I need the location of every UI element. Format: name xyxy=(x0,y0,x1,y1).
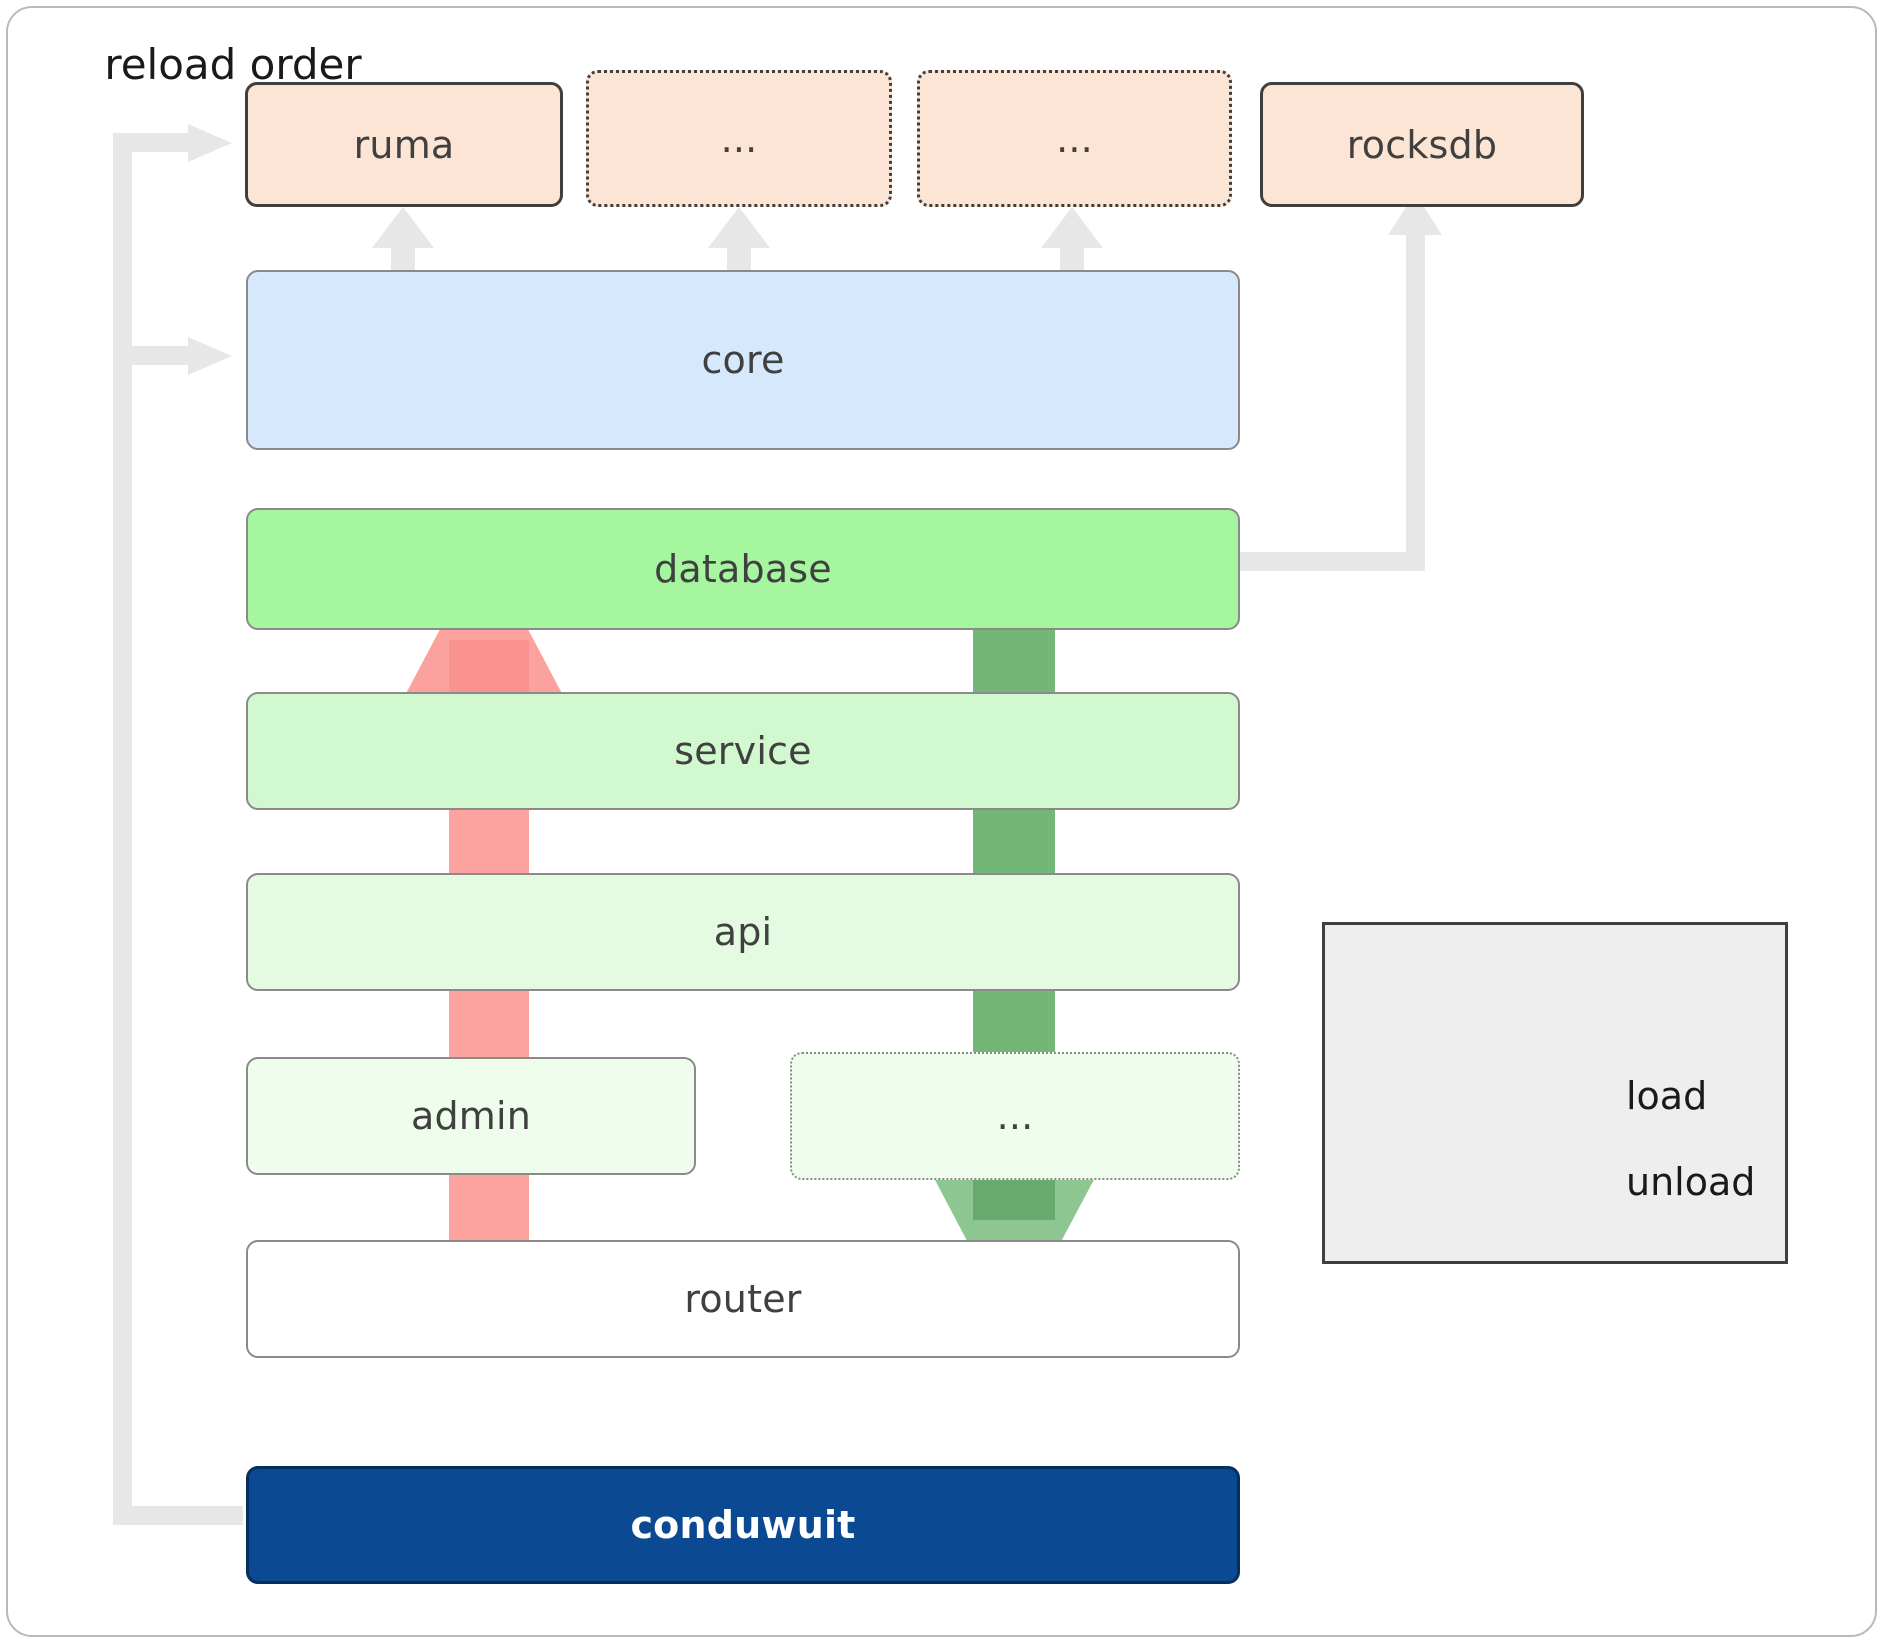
node-plugin-dots-2[interactable]: ... xyxy=(917,70,1232,207)
node-admin-label: admin xyxy=(410,1094,532,1138)
node-core-label: core xyxy=(701,338,785,382)
node-database-label: database xyxy=(654,547,832,591)
legend-label-load: load xyxy=(1626,1074,1708,1118)
node-ruma-label: ruma xyxy=(353,122,455,167)
legend-label-unload: unload xyxy=(1626,1160,1756,1204)
node-conduwuit[interactable]: conduwuit xyxy=(246,1466,1240,1584)
node-layer-dots-3[interactable]: ... xyxy=(790,1052,1240,1180)
node-plugin-dots-1[interactable]: ... xyxy=(586,70,892,207)
node-database[interactable]: database xyxy=(246,508,1240,630)
node-service[interactable]: service xyxy=(246,692,1240,810)
node-api-label: api xyxy=(713,910,773,954)
legend-title: reload order xyxy=(104,40,362,89)
node-router[interactable]: router xyxy=(246,1240,1240,1358)
node-layer-dots-3-label: ... xyxy=(996,1094,1034,1138)
legend xyxy=(1322,922,1788,1264)
node-core[interactable]: core xyxy=(246,270,1240,450)
node-api[interactable]: api xyxy=(246,873,1240,991)
node-rocksdb-label: rocksdb xyxy=(1346,122,1498,167)
node-conduwuit-label: conduwuit xyxy=(630,1503,856,1547)
node-plugin-dots-2-label: ... xyxy=(1056,116,1093,161)
node-router-label: router xyxy=(684,1277,802,1321)
node-rocksdb[interactable]: rocksdb xyxy=(1260,82,1584,207)
node-service-label: service xyxy=(674,729,812,773)
diagram-frame xyxy=(6,6,1877,1637)
node-ruma[interactable]: ruma xyxy=(245,82,563,207)
node-plugin-dots-1-label: ... xyxy=(720,116,758,161)
node-admin[interactable]: admin xyxy=(246,1057,696,1175)
